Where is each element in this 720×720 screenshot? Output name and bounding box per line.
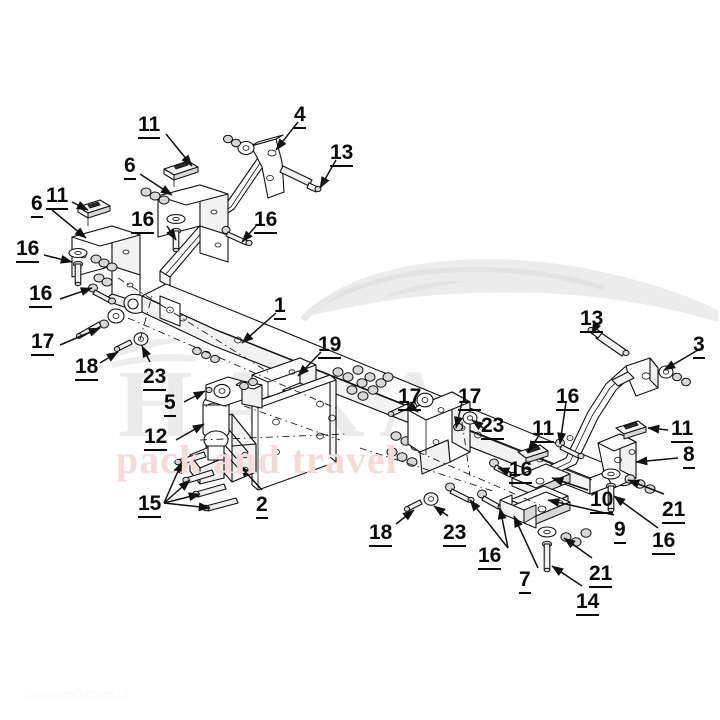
callout-label-16: 16 [478,545,502,570]
callout-label-2: 2 [256,494,268,519]
callout-label-18: 18 [75,356,99,381]
callout-label-16: 16 [16,238,40,263]
callout-label-11: 11 [671,418,694,443]
callout-label-16: 16 [652,530,676,555]
beam-fastener-cluster-left [332,365,394,401]
callout-label-6: 6 [124,155,136,180]
callout-label-6: 6 [31,193,43,218]
part-4-top-plate [223,134,285,199]
callout-label-9: 9 [614,519,626,544]
part-11-right-plate [615,420,647,440]
callout-label-14: 14 [576,591,600,616]
callout-label-5: 5 [164,392,176,417]
callout-label-17: 17 [458,386,482,411]
callout-label-21: 21 [662,499,686,524]
callout-label-13: 13 [330,142,354,167]
callout-label-16: 16 [556,386,580,411]
callout-label-8: 8 [683,444,695,469]
callout-label-16: 16 [254,209,278,234]
part-3-end-plate [611,357,691,397]
callout-label-23: 23 [481,415,505,440]
callout-label-7: 7 [519,569,531,594]
left-lower-bolt-16 [88,283,116,305]
callout-label-23: 23 [143,366,167,391]
callout-label-15: 15 [138,493,162,518]
bolt-18-pin-23-right [403,492,439,512]
upper-fastener-cluster [140,187,170,205]
callout-label-13: 13 [580,308,604,333]
upper-spacer-plate-11 [163,160,199,187]
part-7-bottom-plate [499,491,571,529]
right-center-support [407,391,471,475]
callout-label-18: 18 [369,522,393,547]
part-13-left-rod [279,165,322,193]
callout-label-11: 11 [532,418,555,443]
left-fastener-cluster [90,254,118,287]
lower-fastener-cluster [192,346,258,391]
callout-label-16: 16 [29,283,53,308]
callout-label-4: 4 [294,104,306,129]
callout-label-1: 1 [274,295,286,320]
callout-label-11: 11 [138,114,161,139]
bolt-17-left [75,308,125,339]
left-bolt-stack-16 [68,247,88,287]
callout-label-17: 17 [31,331,55,356]
center-hitch-box [251,374,337,491]
right-bolt-stack-21-16 [601,468,656,513]
callout-label-16: 16 [509,459,533,484]
callout-label-21: 21 [589,563,613,588]
left-spacer-plate-11 [77,199,111,226]
callout-label-17: 17 [398,386,422,411]
callout-label-23: 23 [443,522,467,547]
callout-label-11: 11 [46,185,69,210]
callout-label-16: 16 [131,209,155,234]
callout-label-3: 3 [693,334,705,359]
bolt-18-pin-23-left [113,332,149,352]
callout-label-10: 10 [590,489,614,514]
callout-label-12: 12 [144,426,168,451]
part-12-tow-ball [202,394,230,461]
bottom-bolt-stack-21-14 [537,526,592,573]
car-silhouette-watermark [112,259,718,368]
assembly-axis-lines [117,277,541,506]
callout-label-19: 19 [318,334,342,359]
